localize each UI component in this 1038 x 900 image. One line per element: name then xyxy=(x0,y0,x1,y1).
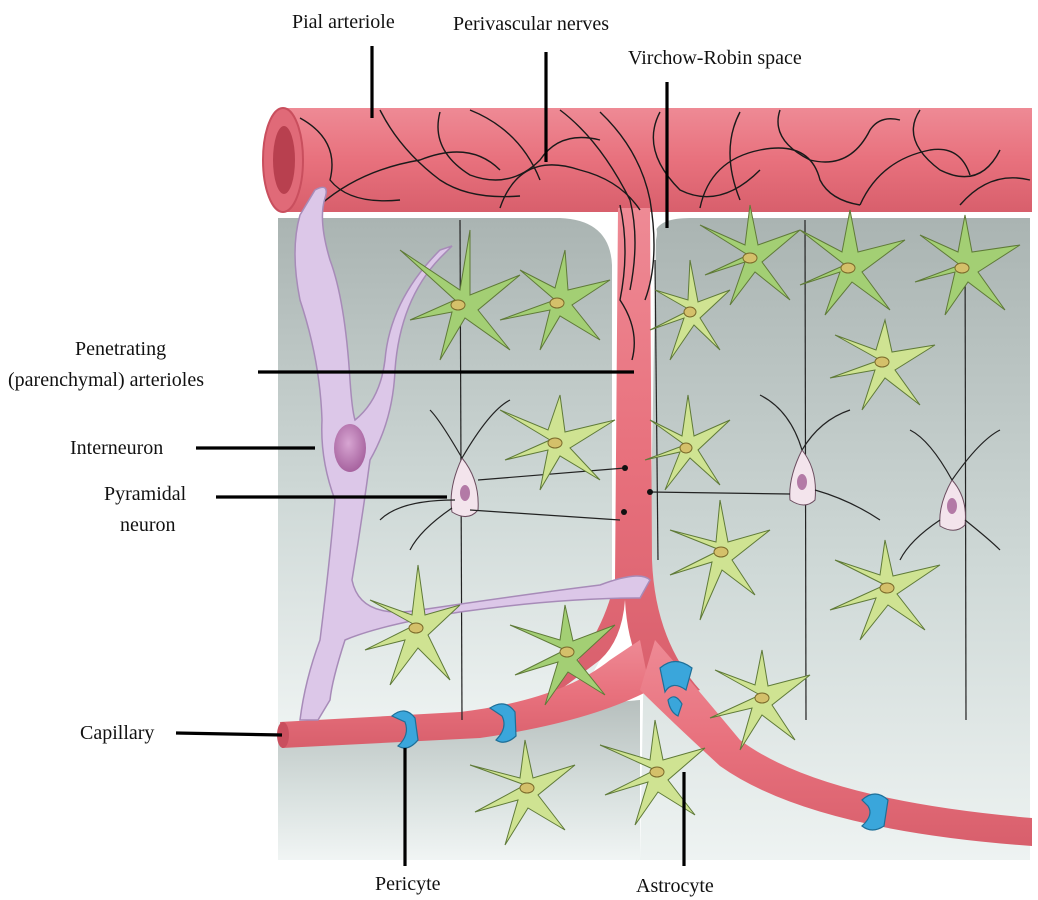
interneuron-nucleus xyxy=(334,424,366,472)
label-virchow-robin-space: Virchow-Robin space xyxy=(628,47,802,69)
label-pericyte: Pericyte xyxy=(375,873,441,895)
pial-arteriole xyxy=(263,108,1032,212)
label-neuron: neuron xyxy=(120,514,176,536)
label-capillary: Capillary xyxy=(80,722,154,744)
label-astrocyte: Astrocyte xyxy=(636,875,714,897)
label-interneuron: Interneuron xyxy=(70,437,163,459)
label-perivascular-nerves: Perivascular nerves xyxy=(453,13,609,35)
leader-capillary xyxy=(176,733,282,735)
label-pyramidal: Pyramidal xyxy=(104,483,187,505)
label-parenchymal-arterioles: (parenchymal) arterioles xyxy=(8,369,204,391)
pial-arteriole-lumen xyxy=(273,126,295,194)
label-pial-arteriole: Pial arteriole xyxy=(292,11,395,33)
label-penetrating: Penetrating xyxy=(75,338,166,360)
